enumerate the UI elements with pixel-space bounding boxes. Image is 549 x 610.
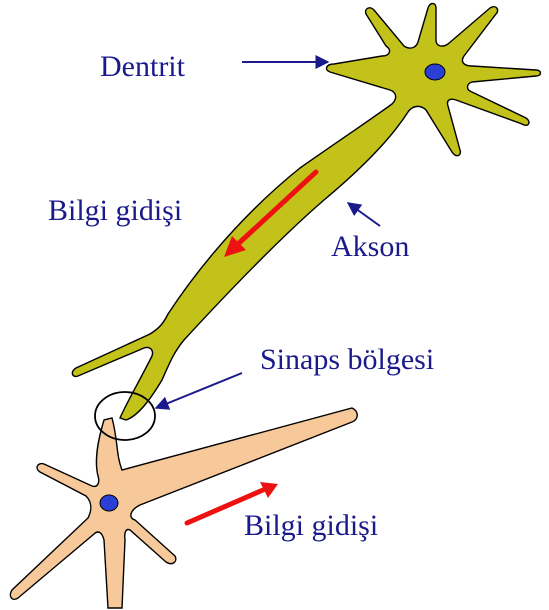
info-flow-bottom-label: Bilgi gidişi (244, 509, 378, 542)
info-flow-top-label: Bilgi gidişi (48, 194, 182, 227)
upper-neuron-nucleus (425, 64, 445, 80)
axon-label: Akson (331, 230, 409, 263)
axon-pointer-arrow (348, 203, 380, 226)
synapse-pointer-arrow (156, 373, 242, 408)
dendrite-label: Dentrit (100, 50, 186, 83)
synapse-region-label: Sinaps bölgesi (260, 343, 434, 376)
lower-neuron-nucleus (100, 495, 118, 511)
lower-neuron-body (10, 408, 357, 608)
